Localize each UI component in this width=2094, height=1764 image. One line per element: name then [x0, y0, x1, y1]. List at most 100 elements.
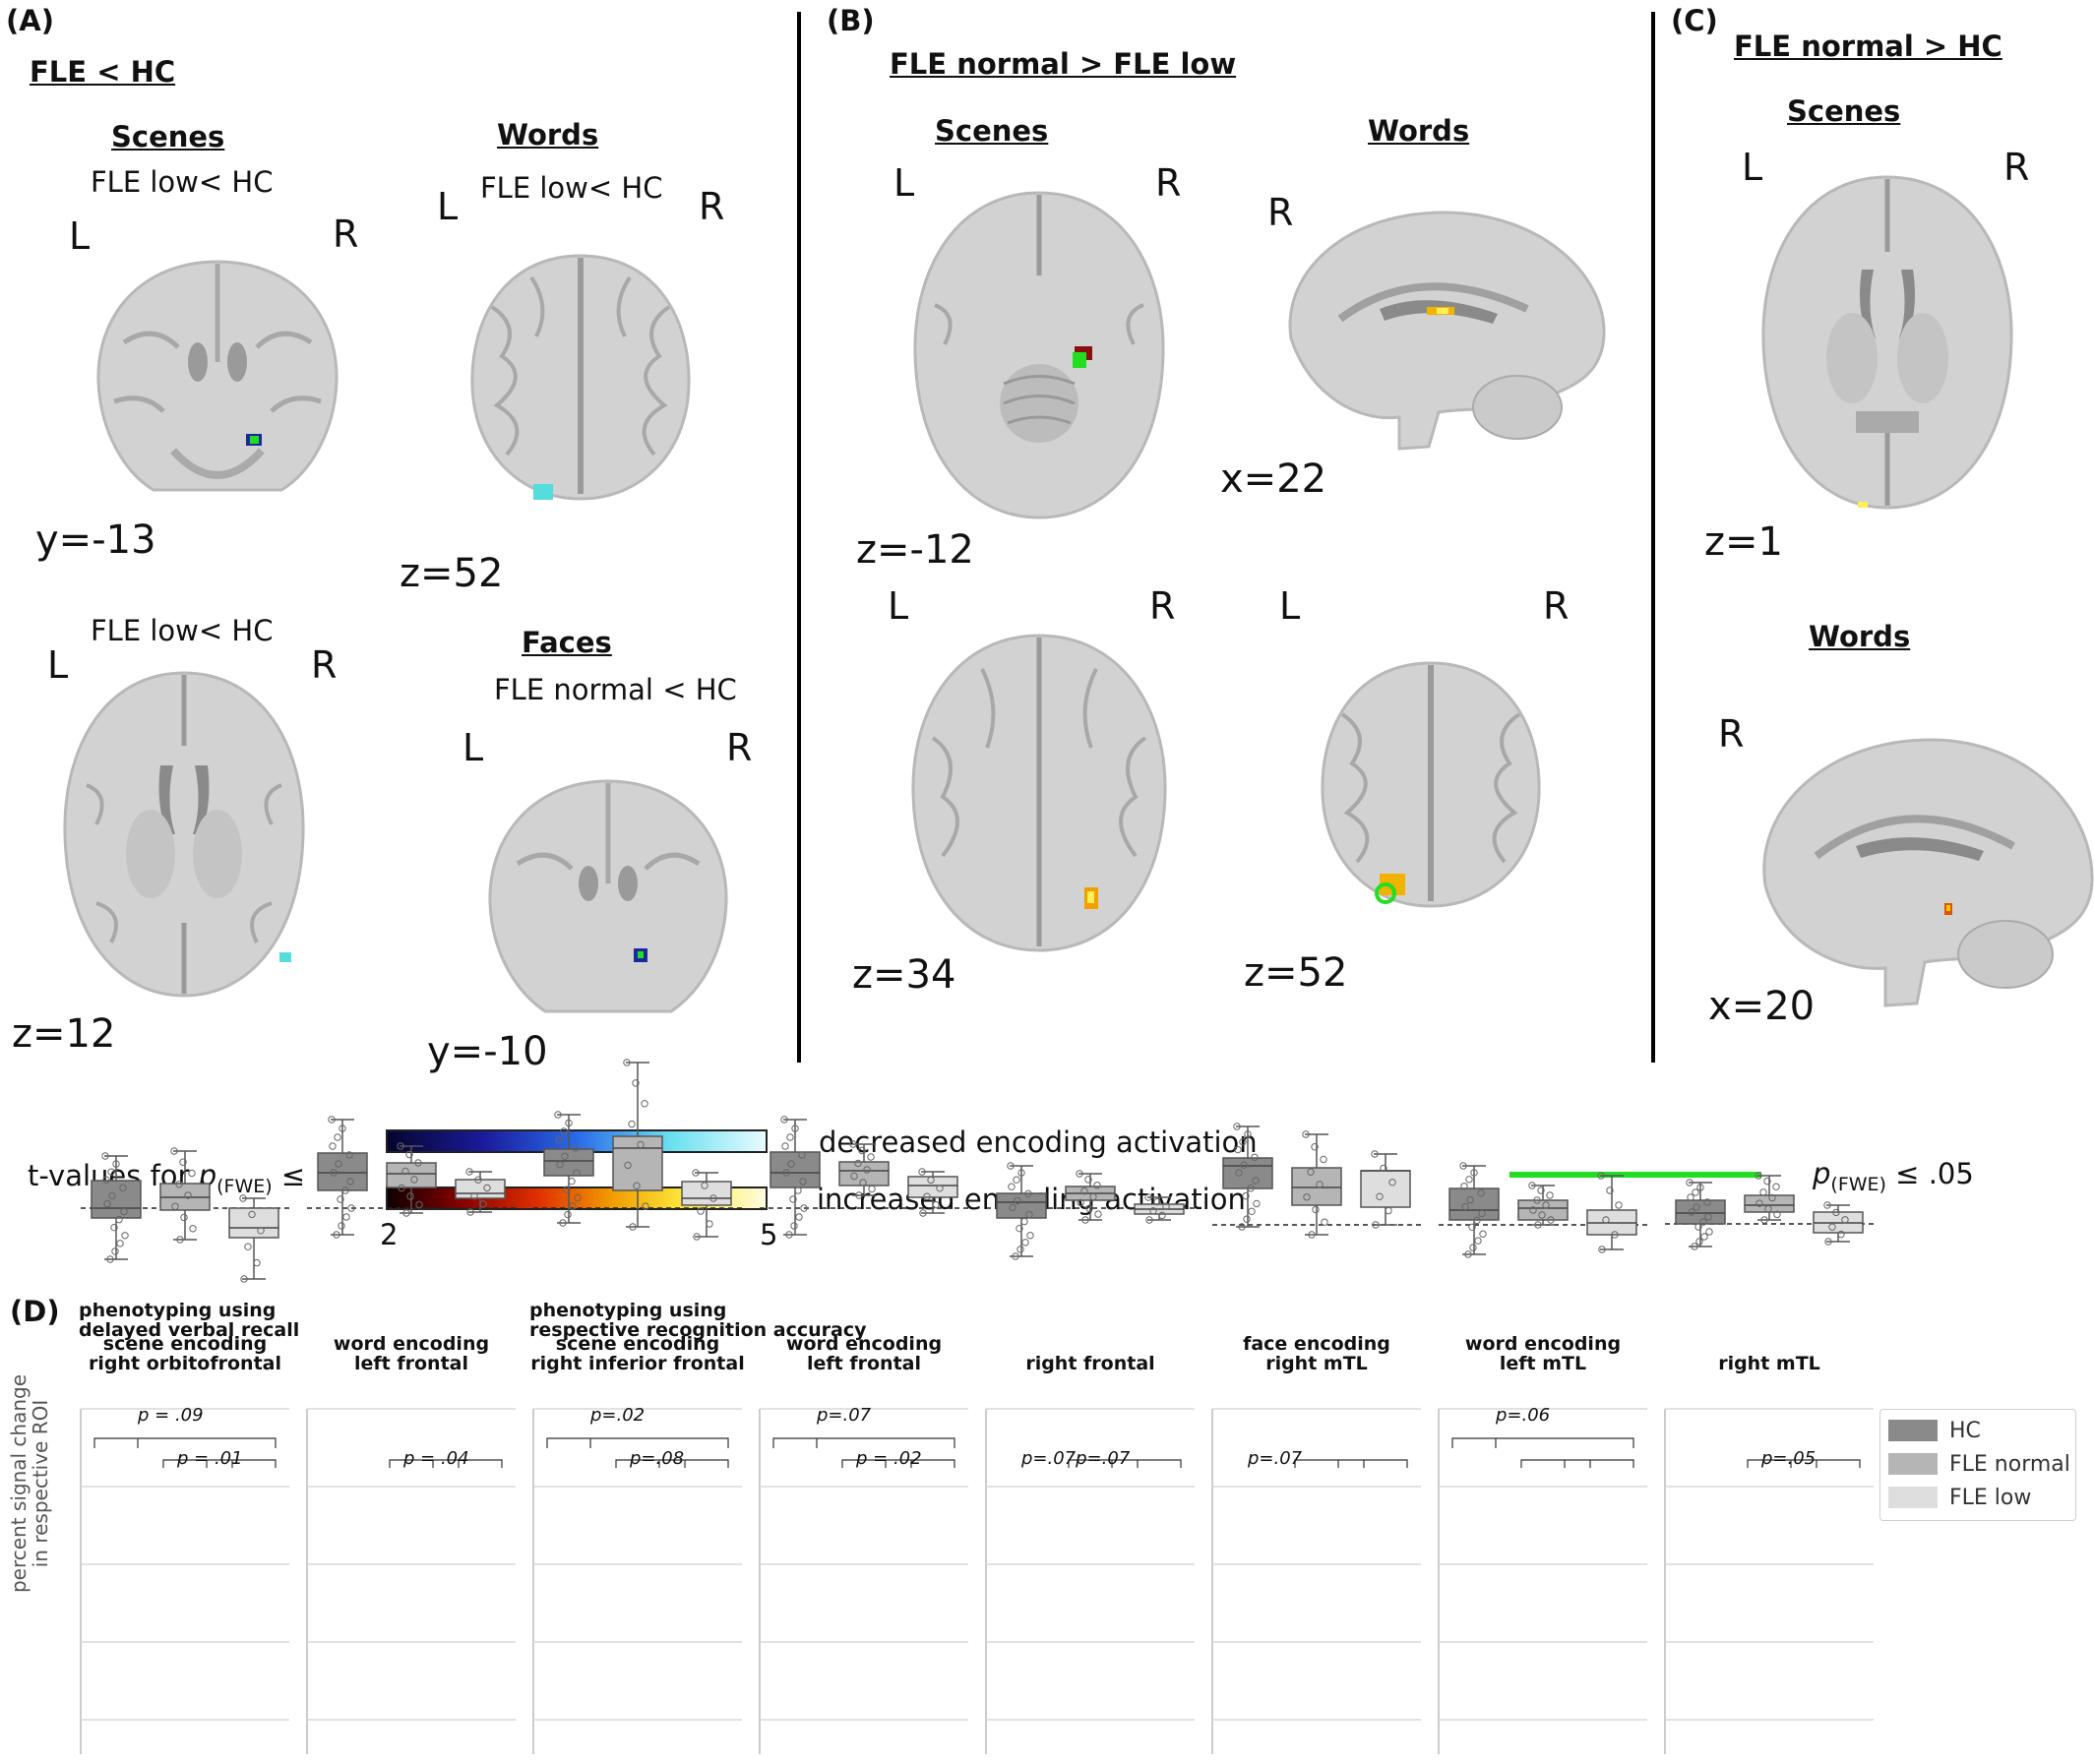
header-line: respective recognition accuracy	[529, 1319, 867, 1341]
p-value-label: p=.05	[1761, 1448, 1817, 1469]
brain-axial-b1	[913, 191, 1165, 519]
legend-text: FLE low	[1949, 1485, 2032, 1510]
brain-axial-a2	[470, 254, 691, 501]
lr-left: L	[1279, 584, 1301, 628]
boxplot-box	[996, 1162, 1047, 1260]
coordinate-label: z=12	[12, 1011, 116, 1057]
legend-swatch	[1888, 1420, 1938, 1441]
lr-left: L	[437, 185, 459, 228]
coordinate-label: y=-13	[35, 517, 156, 563]
lr-right: R	[1718, 712, 1745, 756]
coordinate-label: z=52	[400, 551, 504, 596]
panel-a-axial-comparison: FLE low< HC	[91, 614, 274, 647]
lr-left: L	[47, 643, 69, 687]
boxplot-box	[1675, 1179, 1726, 1250]
p-value-label: p=.07p=.07	[1021, 1448, 1131, 1469]
legend-swatch	[1888, 1453, 1938, 1475]
legend-item: FLE normal	[1888, 1449, 2070, 1479]
panel-c-words-title: Words	[1809, 620, 1911, 653]
subplot-title: right mTL	[1655, 1334, 1883, 1373]
boxplot-subplot	[1664, 1172, 1874, 1754]
coordinate-label: x=22	[1220, 456, 1327, 502]
p-symbol: p	[1813, 1157, 1831, 1190]
boxplot-box	[159, 1147, 211, 1244]
panel-a-scenes-comparison: FLE low< HC	[91, 165, 274, 199]
lr-left: L	[462, 726, 484, 769]
panel-c-section-title: FLE normal > HC	[1734, 30, 2002, 63]
header-line: delayed verbal recall	[79, 1319, 300, 1341]
significance-bracket	[93, 1437, 277, 1448]
subplot-title-line: scene encoding	[555, 1333, 720, 1355]
ylabel-line: percent signal change	[7, 1373, 31, 1594]
lr-right: R	[2003, 146, 2030, 189]
lr-right: R	[699, 185, 725, 228]
boxplot-box	[1065, 1170, 1116, 1224]
p-value-label: p=.06	[1496, 1405, 1551, 1426]
panel-label-d: (D)	[10, 1295, 60, 1328]
subplot-title-line: right mTL	[1718, 1353, 1820, 1374]
subplot-title-line: right orbitofrontal	[88, 1353, 281, 1374]
p-value-label: p = .01	[177, 1448, 243, 1469]
subplot-title-line: word encoding	[333, 1333, 490, 1355]
boxplot-box	[1586, 1172, 1637, 1253]
header-line: phenotyping using	[79, 1300, 277, 1321]
boxplot-box	[1813, 1201, 1864, 1246]
boxplot-box	[455, 1168, 506, 1216]
p-value-label: p = .02	[856, 1448, 922, 1469]
panel-a-faces-comparison: FLE normal < HC	[494, 673, 737, 706]
colorbar-max: 5	[760, 1218, 778, 1251]
significance-bracket	[841, 1459, 955, 1468]
p-value-label: p=.08	[630, 1448, 685, 1469]
brain-axial-a3	[63, 671, 305, 998]
panel-a-scenes-title: Scenes	[111, 120, 225, 153]
lr-left: L	[69, 214, 91, 258]
colorbar-min: 2	[380, 1218, 399, 1251]
lr-right: R	[1267, 191, 1294, 234]
lr-left: L	[893, 161, 915, 205]
boxplot-box	[612, 1059, 663, 1231]
significance-bracket	[1747, 1459, 1861, 1468]
coordinate-label: z=34	[852, 952, 956, 998]
boxplot-box	[228, 1194, 279, 1283]
lr-right: R	[1155, 161, 1182, 205]
panel-a-words-comparison: FLE low< HC	[480, 171, 663, 205]
boxplot-subplot	[985, 1162, 1195, 1754]
legend-text: HC	[1949, 1418, 1981, 1443]
boxplot-box	[386, 1142, 437, 1217]
fwe-subscript: (FWE)	[216, 1175, 273, 1197]
phenotyping-header-1: phenotyping using delayed verbal recall	[79, 1301, 299, 1340]
boxplot-box	[838, 1140, 890, 1199]
brain-coronal-a4	[488, 779, 728, 1013]
boxplot-subplot	[80, 1147, 289, 1754]
boxplot-subplot	[759, 1116, 968, 1754]
significance-bracket	[772, 1437, 955, 1448]
panel-b-words-title: Words	[1368, 114, 1470, 148]
significance-bracket	[1520, 1459, 1634, 1468]
subplot-title-line: right inferior frontal	[530, 1353, 745, 1374]
panel-b-section-title: FLE normal > FLE low	[890, 47, 1237, 81]
subplot-title-line: left frontal	[354, 1353, 468, 1374]
boxplot-box	[681, 1169, 732, 1241]
subplot-title-line: left frontal	[807, 1353, 921, 1374]
lr-right: R	[1149, 584, 1176, 628]
subplot-title-line: right mTL	[1265, 1353, 1368, 1374]
legend-item: FLE low	[1888, 1483, 2031, 1512]
boxplot-box	[1360, 1150, 1411, 1229]
legend-swatch	[1888, 1487, 1938, 1508]
panel-b-scenes-title: Scenes	[935, 114, 1049, 148]
brain-coronal-a1	[96, 260, 339, 492]
boxplot-subplot	[1211, 1123, 1421, 1754]
brain-axial-b4	[1321, 661, 1541, 908]
brain-axial-c1	[1761, 175, 2013, 510]
ylabel-line: in respective ROI	[29, 1399, 52, 1568]
lr-right: R	[333, 213, 359, 256]
boxplot-box	[1744, 1172, 1795, 1224]
p-value-label: p = .04	[403, 1448, 469, 1469]
subplot-title-line	[1655, 1334, 1883, 1354]
boxplot-box	[1448, 1162, 1500, 1258]
boxplot-subplot	[532, 1059, 742, 1754]
boxplot-box	[1291, 1130, 1342, 1239]
